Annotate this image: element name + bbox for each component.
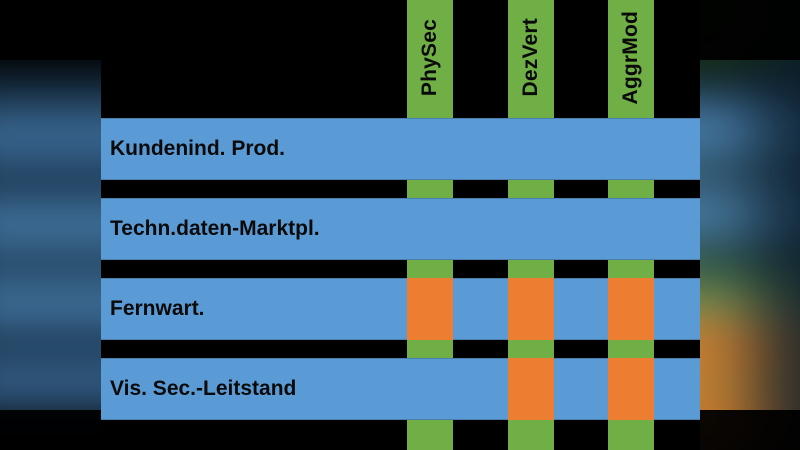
matrix-cell	[608, 118, 654, 180]
row-band	[101, 118, 700, 180]
row-label: Fernwart.	[110, 297, 205, 320]
matrix-cell	[508, 358, 554, 420]
matrix-cell	[608, 358, 654, 420]
matrix-cell	[407, 278, 453, 340]
matrix-cell	[508, 118, 554, 180]
row-band	[101, 198, 700, 260]
row-label: Techn.daten-Marktpl.	[110, 217, 320, 240]
row-label: Kundenind. Prod.	[110, 137, 285, 160]
matrix-cell	[407, 118, 453, 180]
row-label: Vis. Sec.-Leitstand	[110, 377, 297, 400]
matrix-cell	[608, 198, 654, 260]
matrix-cell	[508, 278, 554, 340]
matrix-cell	[608, 278, 654, 340]
matrix-cell	[508, 198, 554, 260]
row-band	[101, 358, 700, 420]
matrix-chart: Kundenind. Prod. Techn.daten-Marktpl. Fern…	[101, 0, 700, 450]
matrix-cell	[407, 358, 453, 420]
row-band	[101, 278, 700, 340]
matrix-cell	[407, 198, 453, 260]
